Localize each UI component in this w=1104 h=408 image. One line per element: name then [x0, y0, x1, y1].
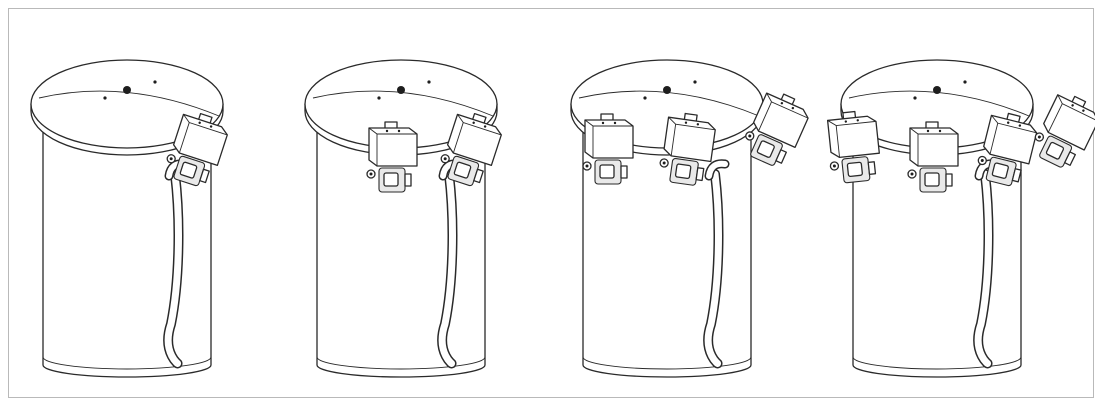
lid-center-hole: [397, 86, 405, 94]
motor-face: [599, 164, 615, 179]
hose-fill: [164, 170, 182, 367]
actuator-unit-3: [977, 112, 1038, 187]
housing-block: [584, 119, 634, 159]
actuator-unit-2: [907, 121, 959, 193]
housing-block: [909, 127, 959, 167]
lid-top: [30, 59, 224, 149]
illustration-frame: [8, 8, 1095, 398]
housing-block: [172, 113, 228, 166]
motor-face: [674, 163, 692, 180]
drum-assembly-3: [570, 59, 809, 378]
lid-center-hole: [663, 86, 671, 94]
actuator-unit-1: [582, 113, 634, 185]
actuator-unit-4: [1034, 94, 1095, 168]
actuator-unit-1: [826, 110, 880, 184]
motor-face: [179, 161, 198, 179]
motor-face: [1045, 141, 1065, 160]
drum-sequence-illustration: [30, 59, 1095, 378]
lid-center-hole: [123, 86, 131, 94]
drum-bottom-rim: [582, 356, 752, 370]
hose-fill: [974, 170, 992, 367]
drum-assembly-2: [304, 59, 502, 378]
drum-bottom-rim: [42, 356, 212, 370]
lid-center-hole: [933, 86, 941, 94]
motor-face: [991, 162, 1009, 179]
motor-face: [924, 172, 940, 187]
drum-assembly-4: [826, 59, 1095, 378]
drum-assembly-1: [30, 59, 228, 378]
housing-block: [826, 115, 880, 159]
housing-block: [368, 127, 418, 167]
motor-face: [846, 161, 863, 177]
actuator-unit-1: [366, 121, 418, 193]
hose-fill: [438, 170, 456, 367]
motor-face: [453, 161, 472, 179]
actuator-unit-1: [166, 112, 228, 187]
drum-bottom-rim: [852, 356, 1022, 370]
actuator-unit-3: [745, 92, 809, 166]
drum-bottom-rim: [316, 356, 486, 370]
actuator-unit-2: [440, 112, 502, 187]
motor-face: [383, 172, 399, 187]
motor-face: [756, 140, 775, 158]
housing-block: [1043, 94, 1095, 151]
actuator-unit-2: [659, 112, 716, 186]
hose-fill: [704, 170, 722, 367]
housing-block: [752, 92, 809, 149]
housing-block: [446, 113, 502, 166]
